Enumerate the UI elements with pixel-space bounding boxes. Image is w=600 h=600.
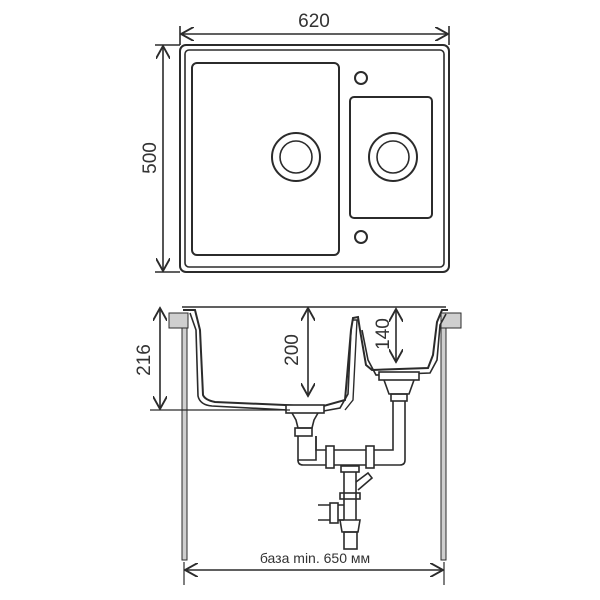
top-view: 620 500 [140,11,450,273]
main-drain-icon [271,132,321,182]
siphon-nut [340,465,360,473]
sink-outline-outer [179,44,450,273]
overflow-hole-icon [354,230,368,244]
base-label: база min. 650 мм [260,550,370,566]
small-drain-inner [376,140,410,174]
small-drain-icon [368,132,418,182]
side-view: 216 200 140 база min. 650 мм [134,306,462,585]
siphon-coupling-left [325,445,335,469]
right-countertop [440,312,462,329]
overflow-inlet [355,471,374,491]
sink-outline-inner [184,49,445,268]
small-bowl-depth-label: 140 [373,318,394,350]
depth-label: 500 [140,142,161,174]
left-cabinet-wall [181,327,188,561]
siphon-coupling-right [365,445,375,469]
small-drain-nut [390,393,408,402]
left-countertop [168,312,189,329]
right-cabinet-wall [440,327,447,561]
small-bowl [349,96,433,219]
basin-profile-outer [183,309,448,409]
tap-hole-icon [354,71,368,85]
main-bowl-depth-label: 200 [282,334,303,366]
width-label: 620 [298,11,330,32]
main-drain-inner [279,140,313,174]
main-bowl [191,62,340,256]
siphon-outlet [343,531,358,550]
main-drain-nut [294,427,313,437]
height-label: 216 [134,344,155,376]
